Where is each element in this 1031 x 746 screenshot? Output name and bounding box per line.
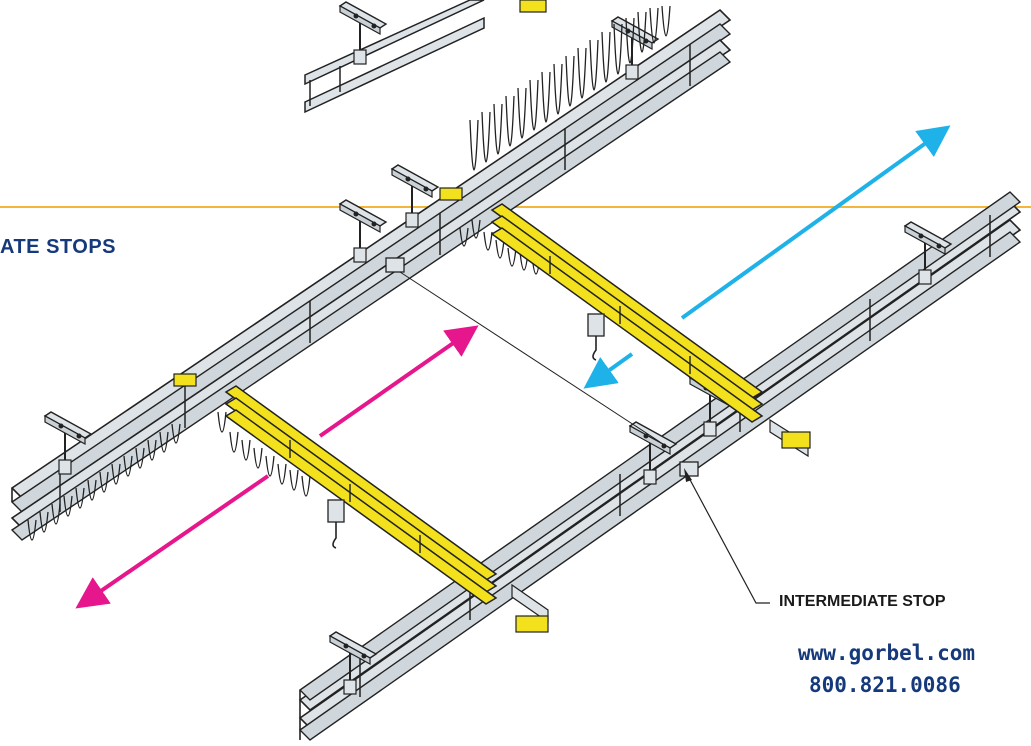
runway-top-partial	[304, 0, 547, 114]
callout-leader-line	[687, 475, 770, 604]
website-link[interactable]: www.gorbel.com	[798, 641, 976, 665]
arrow-magenta-up	[318, 325, 479, 438]
section-header: ATE STOPS	[0, 236, 117, 258]
bridge-girder-lower	[224, 385, 498, 605]
arrow-magenta-down	[75, 474, 270, 609]
intermediate-stop-callout: INTERMEDIATE STOP	[779, 593, 946, 610]
festoon-cables-left	[27, 5, 671, 541]
arrow-cyan-up	[680, 125, 951, 320]
phone-number: 800.821.0086	[809, 673, 961, 697]
runway-left	[10, 8, 732, 541]
arrow-cyan-down	[583, 352, 634, 389]
stop-reference-line	[399, 271, 661, 443]
bridge-girder-upper	[490, 203, 764, 423]
